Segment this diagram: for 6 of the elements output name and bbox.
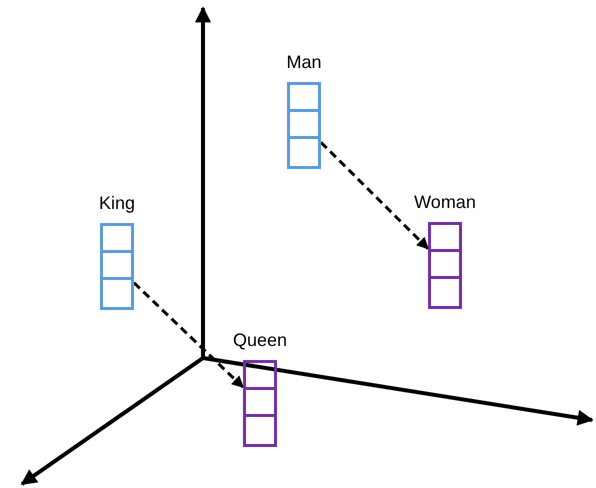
word-label: King (98, 193, 136, 214)
dashed-arrow (132, 282, 244, 388)
word-label: Queen (232, 330, 288, 351)
dashed-arrow (320, 141, 430, 250)
word-label: Man (285, 52, 322, 73)
word-label: Woman (413, 192, 477, 213)
